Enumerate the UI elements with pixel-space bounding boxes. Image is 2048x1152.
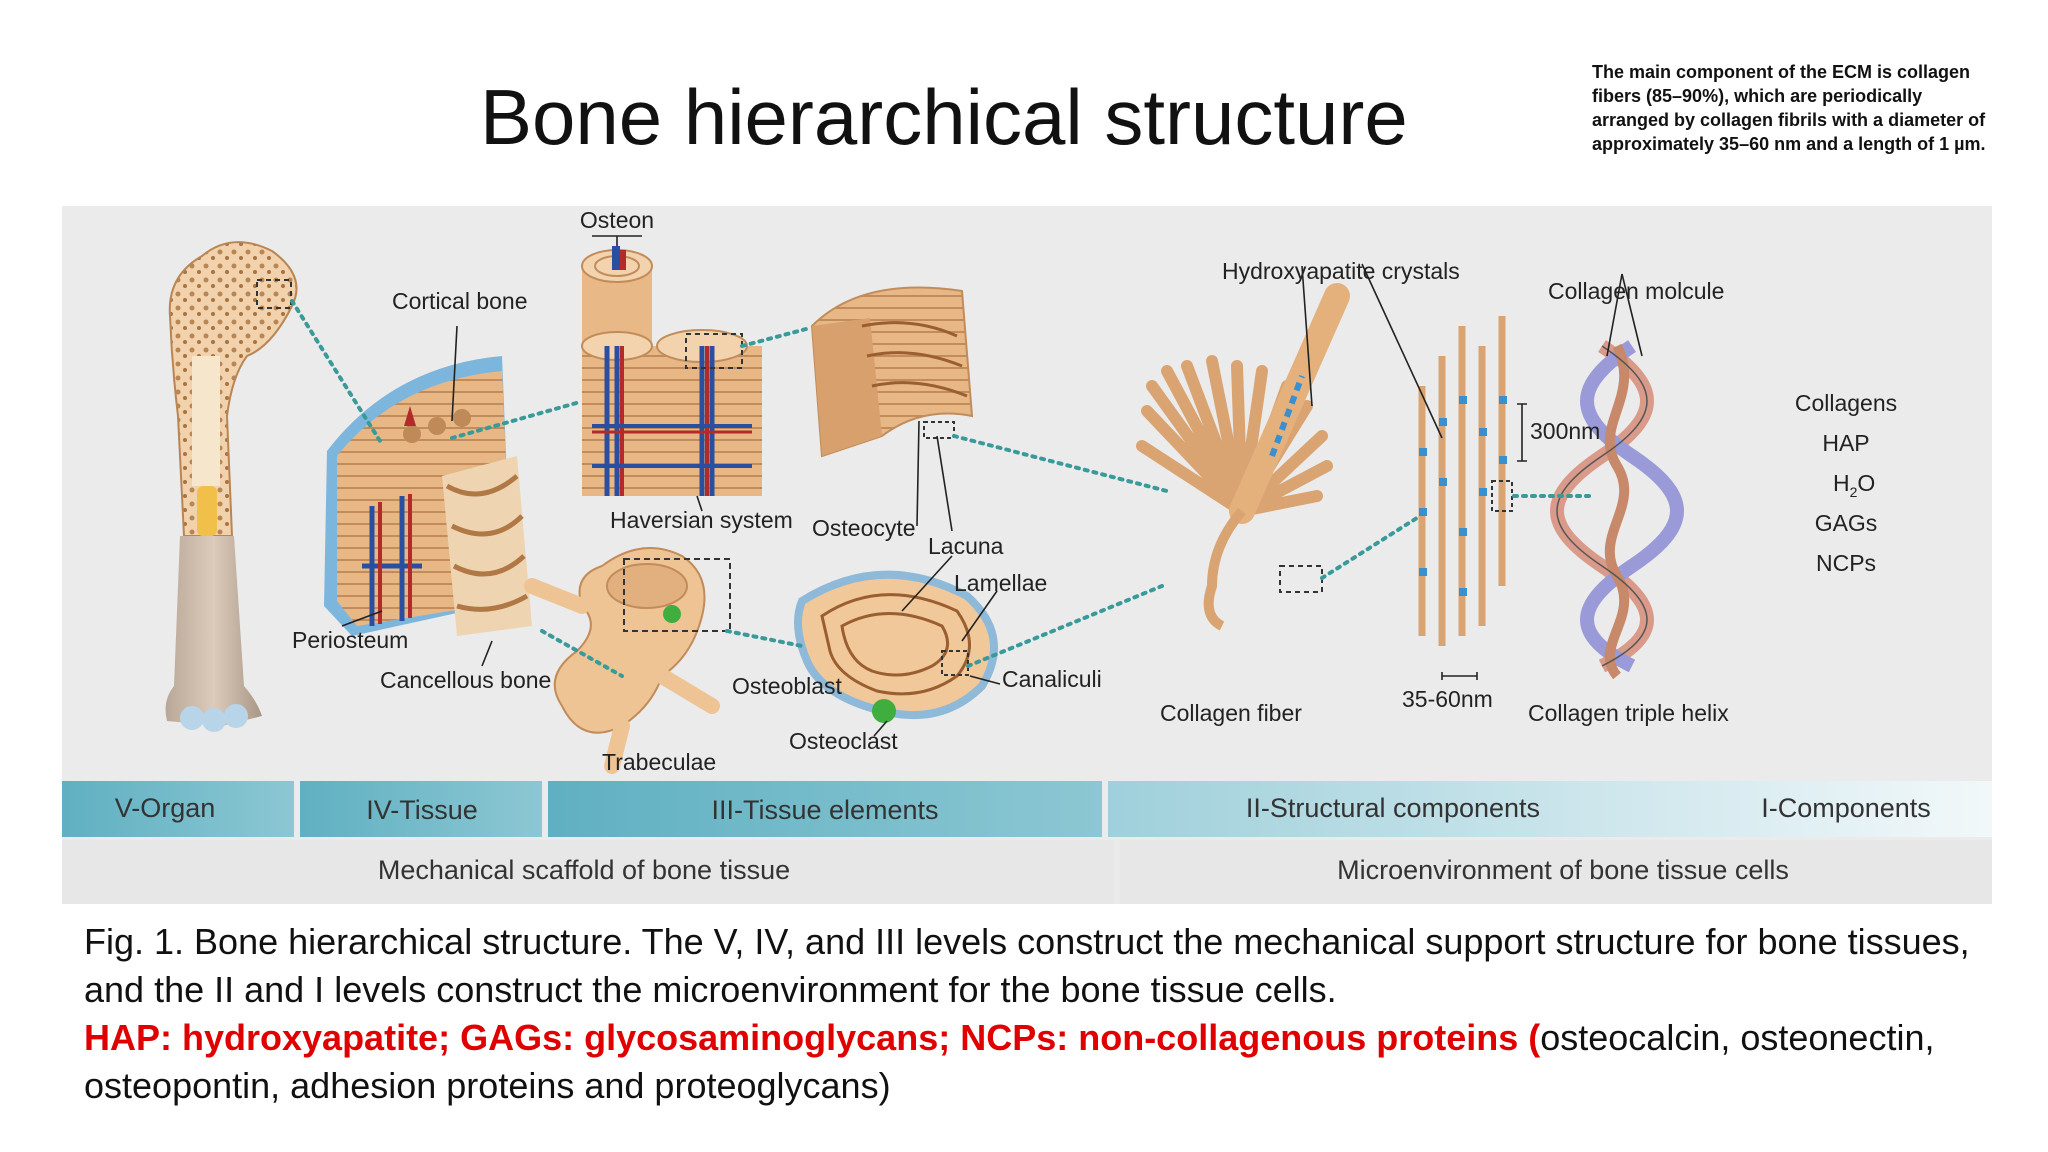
label-canaliculi: Canaliculi <box>1002 666 1102 692</box>
lamellae-block <box>810 286 974 458</box>
label-trabeculae: Trabeculae <box>602 749 716 775</box>
figure-caption: Fig. 1. Bone hierarchical structure. The… <box>84 918 1984 1110</box>
bone-hierarchy-figure: Osteon Cortical bone Haversian system Os… <box>62 206 1992 904</box>
label-diameter: 35-60nm <box>1402 686 1493 712</box>
level-tissue-elements: III-Tissue elements <box>711 795 938 825</box>
level-bar-tissue <box>300 781 542 837</box>
caption-abbreviations: HAP: hydroxyapatite; GAGs: glycosaminogl… <box>84 1017 1541 1058</box>
function-microenvironment: Microenvironment of bone tissue cells <box>1337 855 1789 885</box>
triple-helix-illustration <box>1550 340 1684 680</box>
bone-tissue-block <box>324 356 532 636</box>
label-cortical-bone: Cortical bone <box>392 288 528 314</box>
component-water: H2O <box>1833 470 1875 500</box>
level-bar-organ <box>62 781 294 837</box>
level-structural-components: II-Structural components <box>1246 793 1540 823</box>
function-mechanical: Mechanical scaffold of bone tissue <box>378 855 790 885</box>
component-collagens: Collagens <box>1795 390 1897 416</box>
trabeculae-illustration <box>524 547 731 774</box>
level-tissue: IV-Tissue <box>366 795 478 825</box>
water-o: O <box>1857 470 1875 496</box>
water-subscript: 2 <box>1850 484 1858 500</box>
label-osteoclast: Osteoclast <box>789 728 898 754</box>
label-collagen-fiber: Collagen fiber <box>1160 700 1302 726</box>
label-osteoblast: Osteoblast <box>732 673 843 699</box>
level-organ: V-Organ <box>115 793 216 823</box>
hierarchy-diagram: Osteon Cortical bone Haversian system Os… <box>62 207 1992 904</box>
level-bar-tissue-elements <box>548 781 1102 837</box>
label-cancellous-bone: Cancellous bone <box>380 667 551 693</box>
femur-illustration <box>165 241 298 732</box>
osteon-illustration <box>581 235 762 496</box>
component-hap: HAP <box>1822 430 1869 456</box>
page-title: Bone hierarchical structure <box>480 73 1408 161</box>
label-300nm: 300nm <box>1530 418 1600 444</box>
water-h: H <box>1833 470 1850 496</box>
function-bar-mechanical <box>62 840 1114 904</box>
level-components: I-Components <box>1761 793 1931 823</box>
label-osteocyte: Osteocyte <box>812 515 916 541</box>
label-periosteum: Periosteum <box>292 627 408 653</box>
caption-ncp-examples: osteocalcin, osteonectin, osteopontin, a… <box>84 1017 1935 1106</box>
label-hydroxyapatite-crystals: Hydroxyapatite crystals <box>1222 258 1460 284</box>
label-lacuna: Lacuna <box>928 533 1004 559</box>
label-lamellae: Lamellae <box>954 570 1047 596</box>
component-gags: GAGs <box>1815 510 1878 536</box>
osteon-cross-section <box>794 570 998 723</box>
function-bar-microenvironment <box>1120 840 1992 904</box>
label-collagen-triple-helix: Collagen triple helix <box>1528 700 1729 726</box>
caption-line1: Fig. 1. Bone hierarchical structure. The… <box>84 921 1970 1010</box>
ecm-note: The main component of the ECM is collage… <box>1592 62 1986 154</box>
label-haversian-system: Haversian system <box>610 507 793 533</box>
label-osteon: Osteon <box>580 207 654 233</box>
level-bar-structural <box>1108 781 1992 837</box>
label-collagen-molecule: Collagen molcule <box>1548 278 1724 304</box>
collagen-fibrils-illustration <box>1418 316 1527 680</box>
collagen-fiber-illustration <box>1136 283 1350 631</box>
component-ncps: NCPs <box>1816 550 1876 576</box>
